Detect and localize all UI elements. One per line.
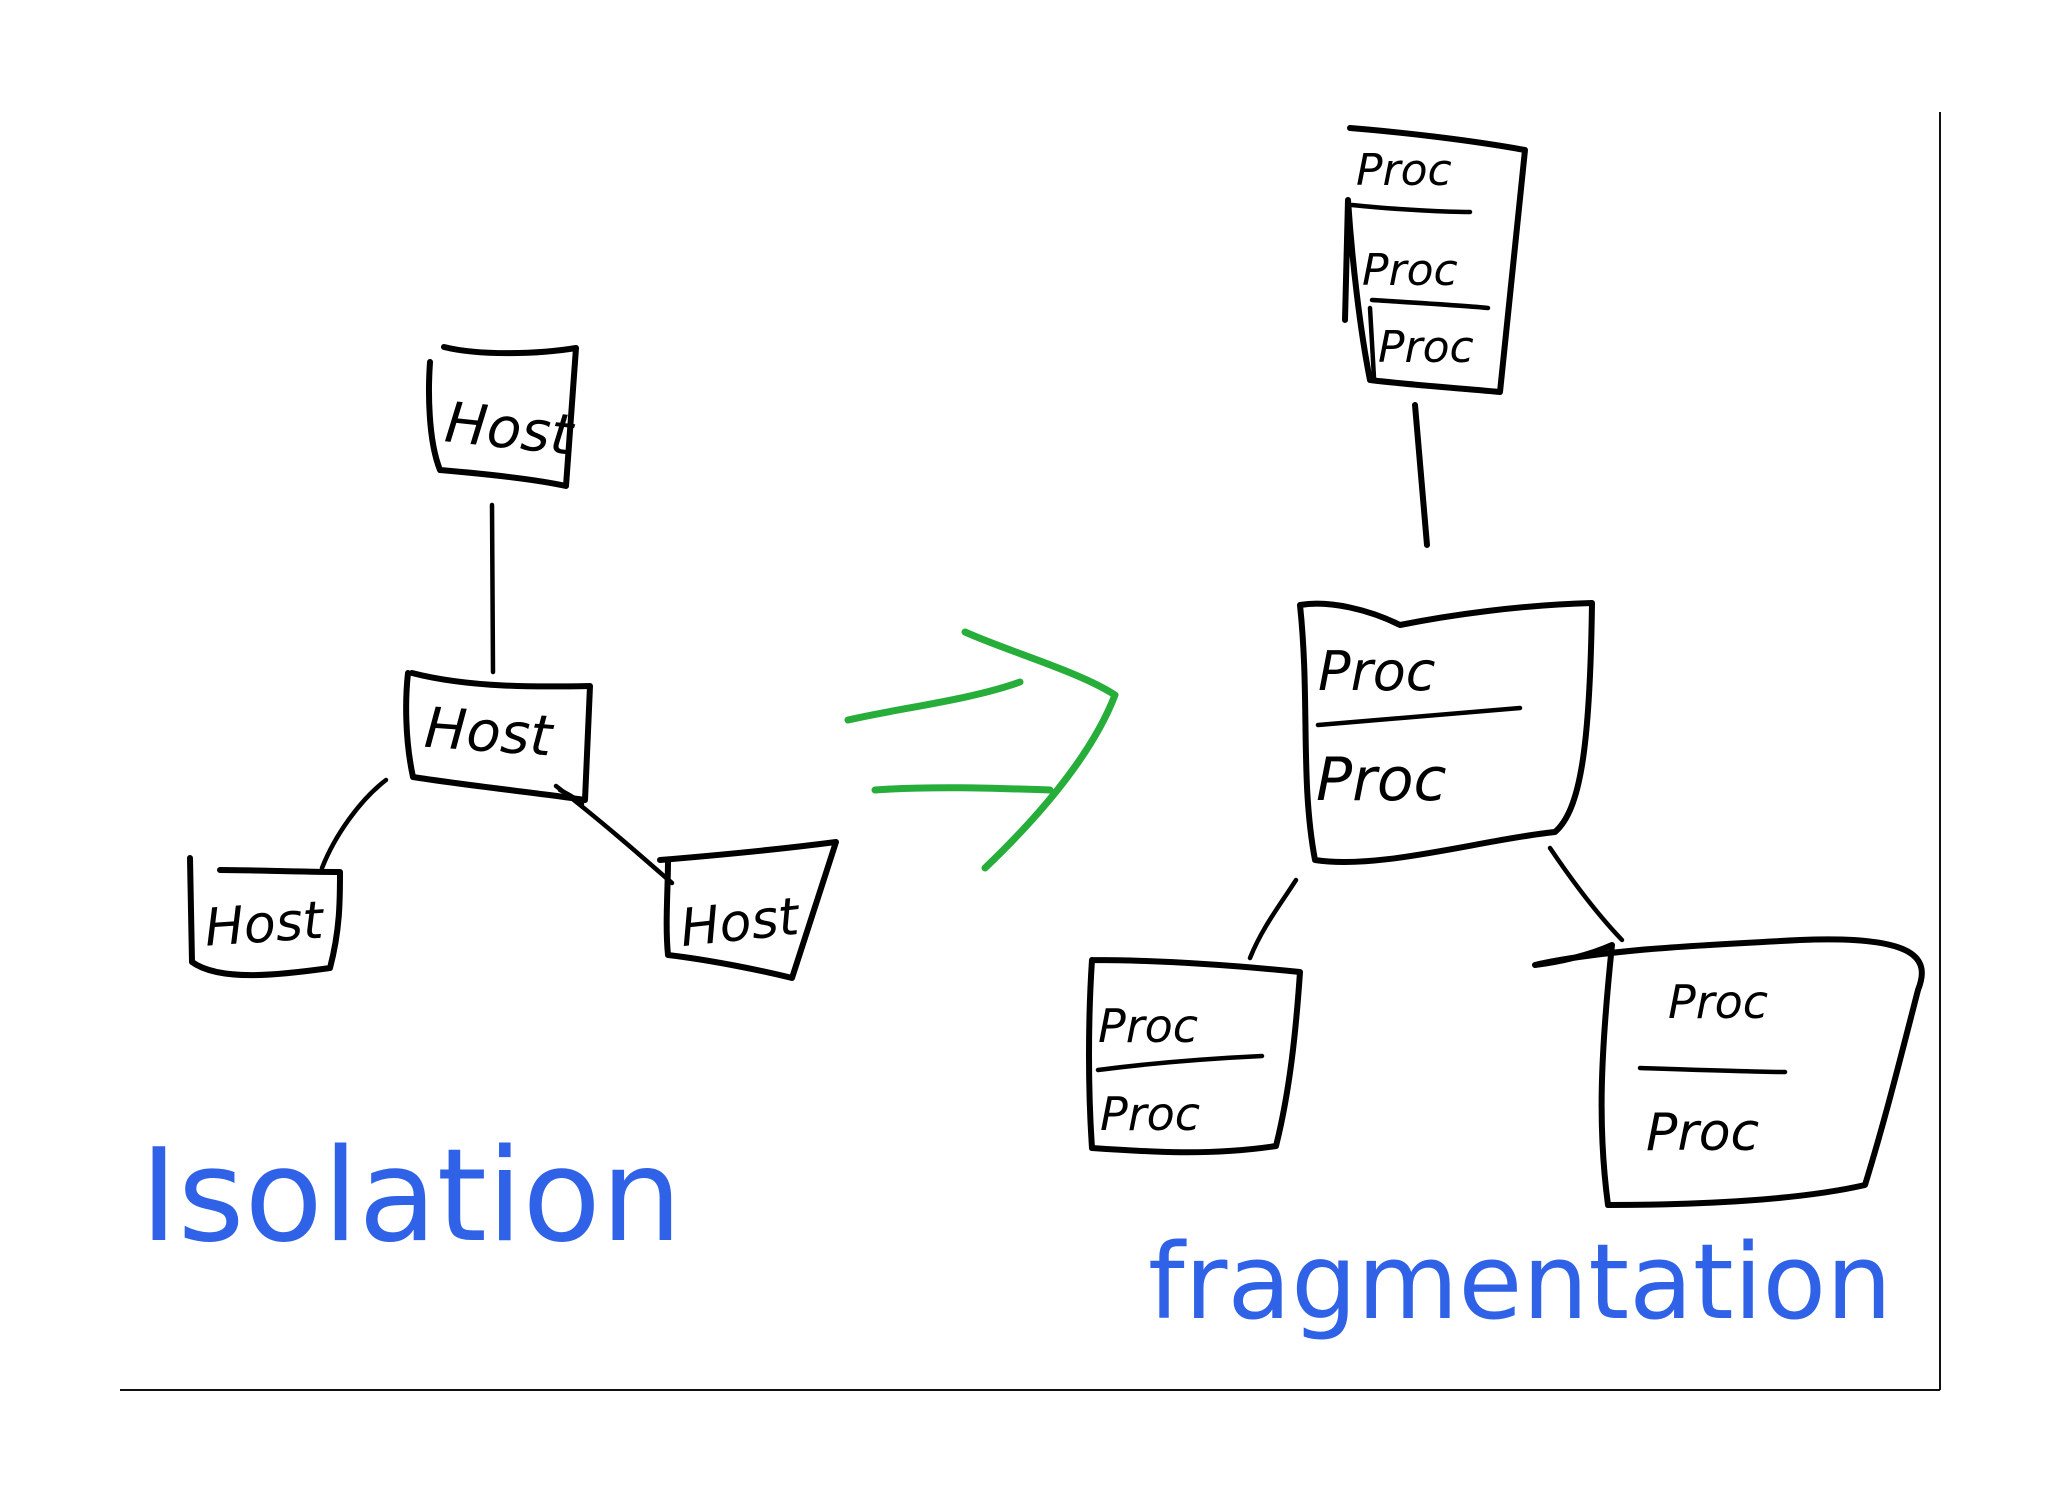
- host-box-top: Host: [426, 344, 579, 489]
- fragmentation-diagram: Proc Proc Proc Proc Proc Proc Proc Proc …: [1086, 125, 1925, 1343]
- proc-box-right: Proc Proc: [1532, 936, 1925, 1208]
- proc-box-top: Proc Proc Proc: [1342, 125, 1528, 395]
- caption-fragmentation: fragmentation: [1148, 1221, 1892, 1343]
- connector-center-left: [319, 777, 389, 871]
- caption-isolation: Isolation: [140, 1122, 682, 1271]
- host-box-center: Host: [403, 670, 593, 807]
- proc-label-left-2: Proc: [1100, 1087, 1200, 1141]
- double-arrow-right-icon: [844, 628, 1119, 872]
- host-label-top: Host: [442, 390, 578, 468]
- host-label-center: Host: [422, 696, 556, 770]
- host-label-right: Host: [678, 887, 804, 959]
- connector-center-left-box: [1247, 877, 1299, 961]
- connector-center-right-box: [1547, 845, 1625, 943]
- proc-label-top-3: Proc: [1378, 322, 1474, 373]
- host-box-right: Host: [657, 839, 839, 981]
- proc-label-left-1: Proc: [1098, 999, 1198, 1053]
- proc-label-top-1: Proc: [1356, 145, 1452, 196]
- proc-label-center-2: Proc: [1316, 745, 1447, 815]
- proc-box-left: Proc Proc: [1086, 957, 1303, 1156]
- host-box-left: Host: [187, 855, 343, 979]
- proc-label-right-2: Proc: [1646, 1103, 1759, 1163]
- isolation-diagram: Host Host Host Host Isolation: [140, 344, 839, 1271]
- proc-box-center: Proc Proc: [1297, 600, 1595, 865]
- host-label-left: Host: [203, 891, 327, 959]
- proc-label-right-1: Proc: [1668, 975, 1768, 1029]
- proc-label-center-1: Proc: [1318, 640, 1436, 703]
- connector-top-center-box: [1412, 402, 1430, 548]
- proc-label-top-2: Proc: [1362, 245, 1458, 296]
- connector-top-center: [489, 502, 496, 675]
